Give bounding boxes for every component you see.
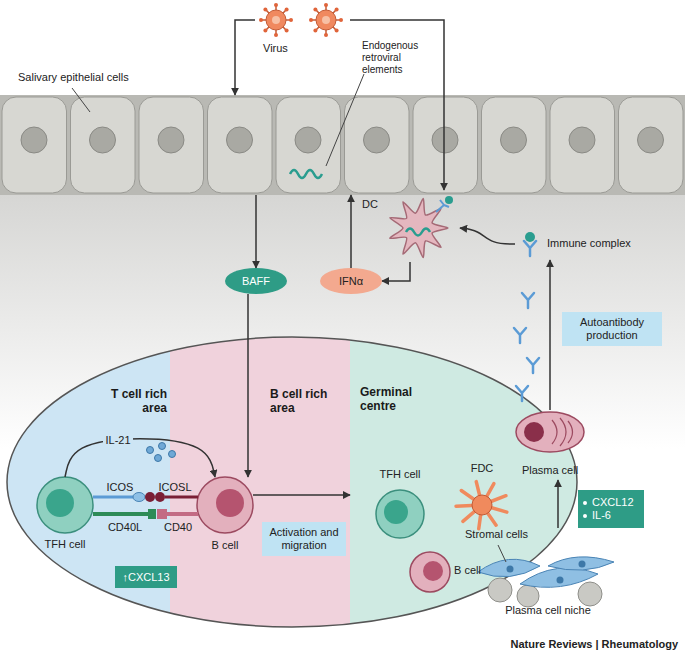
- stromal-cells-drawing: [478, 545, 614, 607]
- node-label: Plasma cell niche: [493, 604, 603, 617]
- plasma-cell-niche: Stromal cellsPlasma cell niche: [465, 528, 630, 620]
- cd40-cd40l: [93, 509, 198, 519]
- b-cell-drawing: [197, 477, 253, 533]
- node-label: TFH cell: [27, 538, 103, 551]
- molecule-label: CD40L: [100, 521, 150, 533]
- molecule-label: CD40: [160, 521, 196, 533]
- box-text: ↑CXCL13: [122, 571, 169, 584]
- il21-molecules: [147, 443, 176, 462]
- molecule-label: ICOSL: [150, 481, 200, 493]
- connector-arrow: [255, 195, 257, 268]
- t-cell-area: TFH cell ↑CXCL13 T cell rich area: [10, 337, 170, 627]
- immune-complex: Immune complex: [515, 228, 645, 260]
- node-label: TFH cell: [362, 468, 438, 481]
- process-box: Activation and migration: [262, 522, 346, 556]
- node-label: B cell: [454, 564, 498, 577]
- node-label: B cell rich area: [270, 387, 328, 415]
- box-text: IFNα: [339, 275, 363, 288]
- node-label: Stromal cells: [465, 528, 545, 541]
- epithelial-cells: [2, 97, 683, 193]
- lymphoid-structure: [0, 330, 685, 640]
- box-text: CXCL12: [583, 496, 634, 509]
- node-label: Immune complex: [547, 237, 642, 250]
- box-text: IL-6: [583, 509, 611, 522]
- box-text: Autoantibody production: [567, 316, 657, 342]
- node-label: DC: [362, 198, 382, 211]
- connector-arrow: [460, 228, 515, 244]
- epithelium-band: Salivary epithelial cells: [0, 95, 685, 195]
- connector-arrow: [247, 294, 249, 477]
- b-cell: B cell: [197, 477, 253, 557]
- edge-label: IL-21: [103, 434, 132, 447]
- connector-arrow: [382, 262, 410, 281]
- dendritic-cell: DC: [380, 190, 460, 262]
- retroviral-element: [290, 170, 322, 178]
- connector-arrow: [549, 260, 551, 410]
- ectopic-structure-outline: [7, 337, 577, 627]
- connector-arrow: [65, 439, 215, 477]
- fdc: FDC: [450, 462, 514, 532]
- connector-arrow: [350, 20, 444, 190]
- chemokine-box: ↑CXCL13: [115, 566, 177, 588]
- tfh-cell: TFH cell: [372, 468, 428, 542]
- connector-arrow: [253, 494, 350, 496]
- leader-line: [326, 74, 364, 166]
- virus-icons: [259, 3, 343, 37]
- node-label: FDC: [450, 462, 514, 475]
- tfh-cell: TFH cell: [37, 477, 93, 559]
- plasma-cell: Plasma cell: [508, 410, 592, 480]
- ground: [0, 195, 685, 657]
- node-label: Salivary epithelial cells: [18, 71, 218, 84]
- virus: Virus: [255, 0, 350, 58]
- connector-arrow: [350, 195, 352, 268]
- tfh-cell-drawing: [37, 477, 93, 533]
- cytokine-box: CXCL12IL-6: [578, 490, 644, 528]
- structure-label: Endogenous retroviral elements: [362, 40, 434, 76]
- cytokine-oval: BAFF: [225, 268, 287, 294]
- b-cell-area: B cell Activation and migration B cell ric…: [170, 337, 350, 627]
- autoantibodies: [514, 232, 539, 401]
- box-text: BAFF: [242, 275, 270, 288]
- node-label: Plasma cell: [508, 464, 592, 477]
- journal-credit: Nature Reviews | Rheumatology: [466, 638, 678, 650]
- process-box: Autoantibody production: [562, 312, 662, 346]
- b-cell: B cell: [410, 552, 500, 592]
- node-label: B cell: [195, 539, 255, 552]
- germinal-centre: TFH cell FDC B cell Germinal centre: [350, 337, 575, 627]
- node-label: T cell rich area: [109, 387, 167, 415]
- node-label: Germinal centre: [360, 385, 440, 413]
- cytokine-oval: IFNα: [320, 268, 382, 294]
- epithelium-band: [0, 95, 685, 195]
- node-label: Virus: [263, 42, 303, 55]
- gc-b-cell-drawing: [410, 552, 450, 592]
- connector-arrow: [557, 480, 559, 528]
- plasma-cell-drawing: [516, 412, 584, 452]
- leader-line: [72, 88, 90, 112]
- dendritic-cell: [390, 196, 453, 258]
- fdc-drawing: [456, 482, 507, 529]
- icos-icosl: [93, 492, 198, 502]
- box-text: Activation and migration: [267, 526, 341, 552]
- molecule-label: ICOS: [100, 481, 140, 493]
- connector-arrow: [235, 20, 255, 95]
- gc-tfh-drawing: [376, 490, 424, 538]
